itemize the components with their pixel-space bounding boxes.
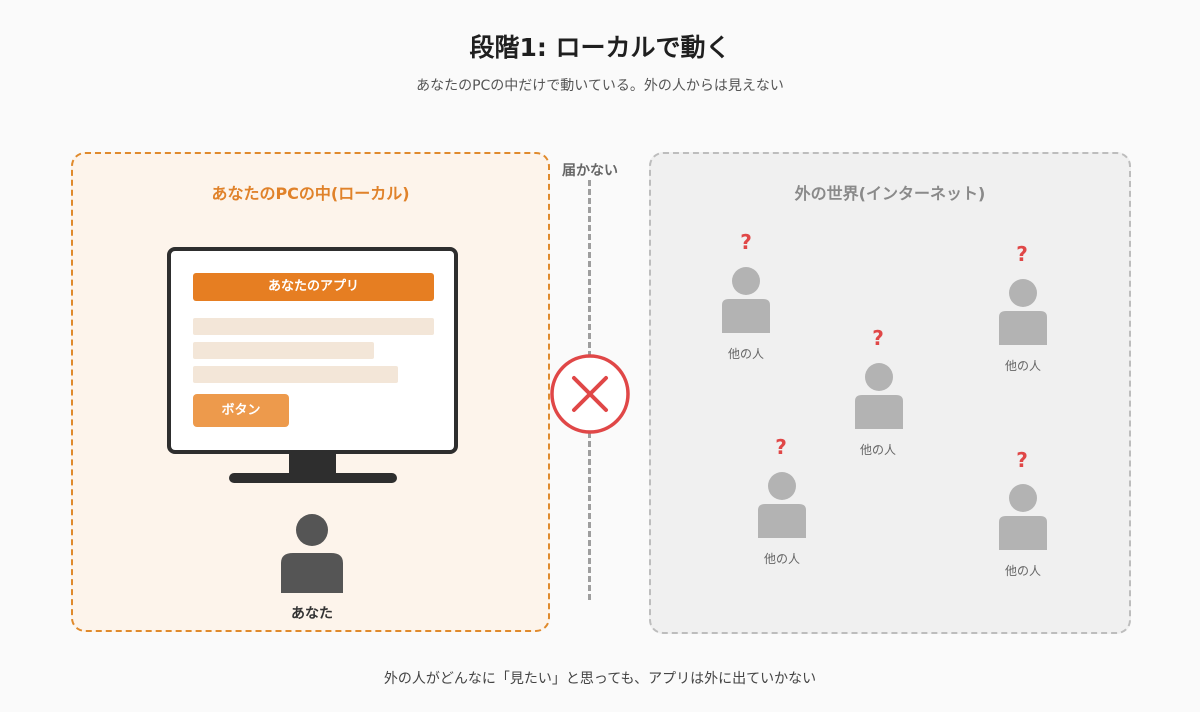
person-icon xyxy=(855,363,903,429)
internet-panel: 外の世界(インターネット) xyxy=(649,152,1131,634)
app-title-bar: あなたのアプリ xyxy=(193,273,434,301)
person-icon xyxy=(722,267,770,333)
monitor-stand-base xyxy=(229,473,397,483)
person-icon xyxy=(999,279,1047,345)
content-line xyxy=(193,342,374,359)
app-button[interactable]: ボタン xyxy=(193,394,289,427)
person-icon xyxy=(758,472,806,538)
person-label: 他の人 xyxy=(727,347,764,361)
question-mark-icon: ? xyxy=(1016,242,1028,266)
person-label: 他の人 xyxy=(763,552,800,566)
content-line xyxy=(193,318,434,335)
question-mark-icon: ? xyxy=(872,326,884,350)
unreachable-label: 届かない xyxy=(562,163,618,179)
blocked-icon xyxy=(550,354,630,434)
question-mark-icon: ? xyxy=(740,230,752,254)
question-mark-icon: ? xyxy=(775,435,787,459)
person-label: 他の人 xyxy=(1004,564,1041,578)
monitor: あなたのアプリ ボタン xyxy=(167,247,458,454)
footer-note: 外の人がどんなに「見たい」と思っても、アプリは外に出ていかない xyxy=(383,671,817,687)
monitor-stand-neck xyxy=(289,452,336,474)
page-subtitle: あなたのPCの中だけで動いている。外の人からは見えない xyxy=(416,78,784,94)
page-title: 段階1: ローカルで動く xyxy=(469,33,731,62)
person-label: 他の人 xyxy=(859,443,896,457)
person-icon xyxy=(999,484,1047,550)
user-icon xyxy=(281,514,343,593)
local-panel-title: あなたのPCの中(ローカル) xyxy=(211,184,410,203)
question-mark-icon: ? xyxy=(1016,448,1028,472)
internet-panel-title: 外の世界(インターネット) xyxy=(794,184,986,203)
person-label: 他の人 xyxy=(1004,359,1041,373)
content-line xyxy=(193,366,398,383)
user-label: あなた xyxy=(291,606,333,622)
